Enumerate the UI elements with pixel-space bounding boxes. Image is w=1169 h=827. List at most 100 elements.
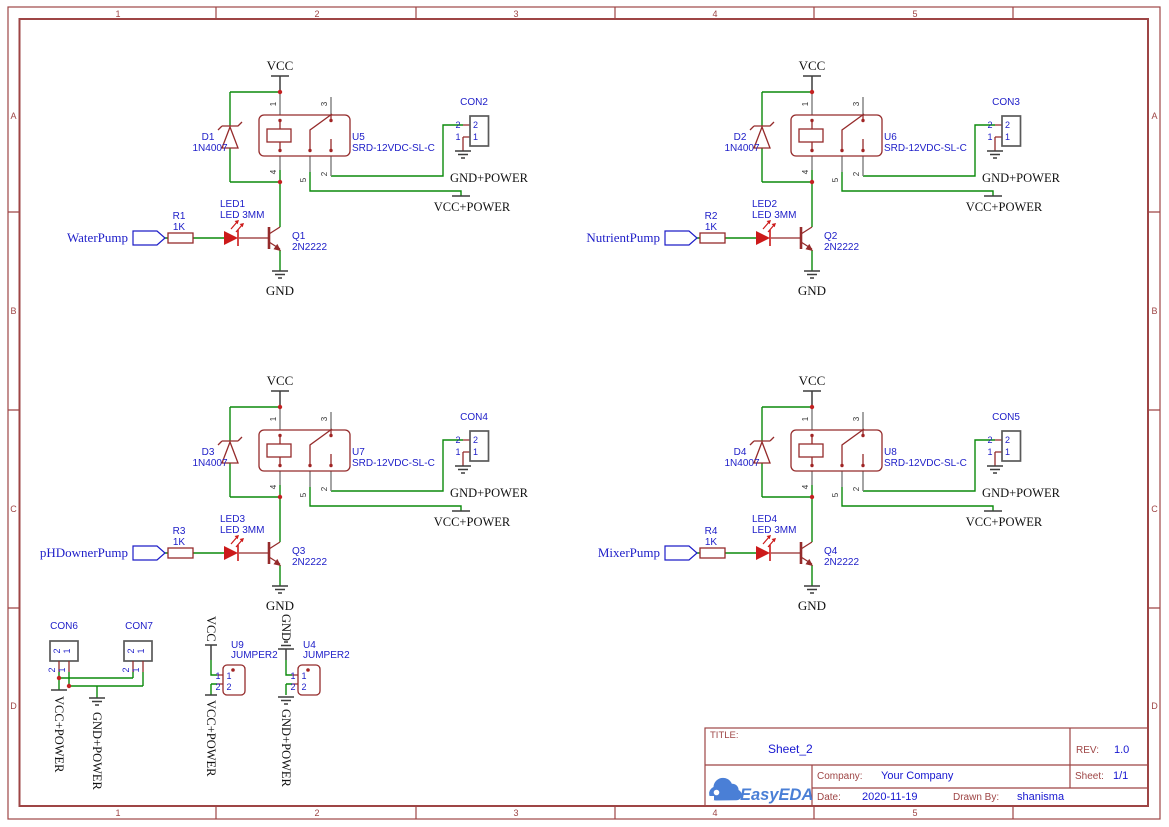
relay-circuit-mixerpump[interactable]: VCC GND GND+POWER VCC+POWER MixerPump R4… [598,373,1061,613]
vcc-power-label: VCC+POWER [434,515,511,529]
company-label: Company: [817,771,863,782]
rev-value[interactable]: 1.0 [1114,744,1129,756]
svg-text:C: C [1151,504,1158,514]
relay-value: SRD-12VDC-SL-C [884,458,967,469]
jumper-u9[interactable]: VCC VCC+POWER U9 JUMPER2 1 2 1 2 [204,616,278,777]
svg-text:2: 2 [314,808,319,818]
vcc-power-label: VCC+POWER [52,696,66,773]
drawn-by-value[interactable]: shanisma [1017,791,1065,803]
jumper-pin-number: 2 [290,682,295,692]
diode-value: 1N4007 [192,143,227,154]
gnd-label: GND [279,614,293,641]
connector-symbol[interactable] [49,640,79,662]
pin1-dot [231,668,235,672]
transistor-value: 2N2222 [824,557,859,568]
wires [58,672,144,698]
sheet-title[interactable]: Sheet_2 [768,742,813,756]
power-connectors-section[interactable]: CON6 CON7 VCC+POWER GND+POWER 2 1 2 1 2 … [47,621,153,791]
frame-row-labels: A B C D A B C D [10,111,1158,711]
jumper-symbol[interactable] [297,664,321,696]
svg-text:D: D [1151,701,1158,711]
svg-text:1: 1 [115,808,120,818]
relay-ref: U8 [884,447,897,458]
svg-text:1: 1 [131,667,141,672]
diode-value: 1N4007 [724,143,759,154]
resistor-value: 1K [705,537,718,548]
diode-ref: D1 [202,132,215,143]
svg-text:2: 2 [52,648,62,653]
net-label-input[interactable]: NutrientPump [586,230,660,245]
jumper-pin-number: 1 [226,671,231,681]
vcc-power-label: VCC+POWER [434,200,511,214]
jumper-u4[interactable]: GND GND+POWER U4 JUMPER2 1 2 1 2 [278,614,350,788]
gnd-power-label: GND+POWER [450,171,529,185]
connector-ref: CON7 [125,621,153,632]
connector-ref: CON4 [460,412,488,423]
diode-value: 1N4007 [192,458,227,469]
gnd-power-earth-icon [89,697,105,706]
svg-text:D: D [10,701,17,711]
svg-text:1: 1 [136,648,146,653]
jumper-pin-number: 1 [290,671,295,681]
wires [210,660,217,695]
junction-dot [66,683,72,689]
gnd-label: GND [798,283,826,298]
rev-label: REV: [1076,745,1099,756]
transistor-value: 2N2222 [824,242,859,253]
net-label-input[interactable]: WaterPump [67,230,128,245]
relay-ref: U6 [884,132,897,143]
vcc-label: VCC [267,58,294,73]
vcc-label: VCC [204,616,218,642]
svg-text:2: 2 [47,667,57,672]
led-value: LED 3MM [752,525,796,536]
jumper-pin-number: 1 [215,671,220,681]
relay-circuit-nutrientpump[interactable]: VCC GND GND+POWER VCC+POWER NutrientPump… [586,58,1060,298]
connector-symbol[interactable] [123,640,153,662]
relay-value: SRD-12VDC-SL-C [352,143,435,154]
sheet-label: Sheet: [1075,771,1104,782]
sheet-value[interactable]: 1/1 [1113,770,1128,782]
gnd-power-earth-icon [278,696,294,705]
sheet-frame: 1 2 3 4 5 1 2 3 4 5 A B C D A B C D [7,6,1161,820]
svg-text:1: 1 [57,667,67,672]
diode-value: 1N4007 [724,458,759,469]
resistor-value: 1K [173,537,186,548]
relay-circuit-waterpump[interactable]: VCC GND GND+POWER VCC+POWER WaterPump R1… [67,58,529,298]
relay-circuit-phdownerpump[interactable]: VCC GND GND+POWER VCC+POWER pHDownerPump… [40,373,529,613]
resistor-value: 1K [173,222,186,233]
jumper-value: JUMPER2 [231,650,278,661]
gnd-power-label: GND+POWER [982,486,1061,500]
jumper-symbol[interactable] [222,664,246,696]
svg-text:A: A [10,111,16,121]
jumper-value: JUMPER2 [303,650,350,661]
date-label: Date: [817,792,841,803]
svg-text:4: 4 [712,808,717,818]
transistor-value: 2N2222 [292,557,327,568]
led-ref: LED4 [752,514,777,525]
svg-text:B: B [1151,306,1157,316]
relay-ref: U7 [352,447,365,458]
gnd-label: GND [266,283,294,298]
net-label-input[interactable]: MixerPump [598,545,660,560]
vcc-power-label: VCC+POWER [966,515,1043,529]
frame-column-labels: 1 2 3 4 5 1 2 3 4 5 [115,9,917,818]
vcc-label: VCC [799,58,826,73]
resistor-ref: R4 [705,526,718,537]
vcc-power-label: VCC+POWER [204,700,218,777]
component-pin-leads [58,661,144,672]
title-label: TITLE: [710,730,739,741]
wires [285,660,292,695]
title-block: TITLE: Sheet_2 REV: 1.0 Company: Your Co… [704,727,1149,807]
date-value[interactable]: 2020-11-19 [862,791,917,803]
net-label-input[interactable]: pHDownerPump [40,545,128,560]
connector-ref: CON2 [460,97,488,108]
company-value[interactable]: Your Company [881,770,954,782]
jumper-ref: U9 [231,640,244,651]
relay-value: SRD-12VDC-SL-C [884,143,967,154]
transistor-value: 2N2222 [292,242,327,253]
svg-text:1: 1 [115,9,120,19]
easyeda-logo-text: EasyEDA [740,786,813,804]
vcc-bar-icon [205,644,217,660]
